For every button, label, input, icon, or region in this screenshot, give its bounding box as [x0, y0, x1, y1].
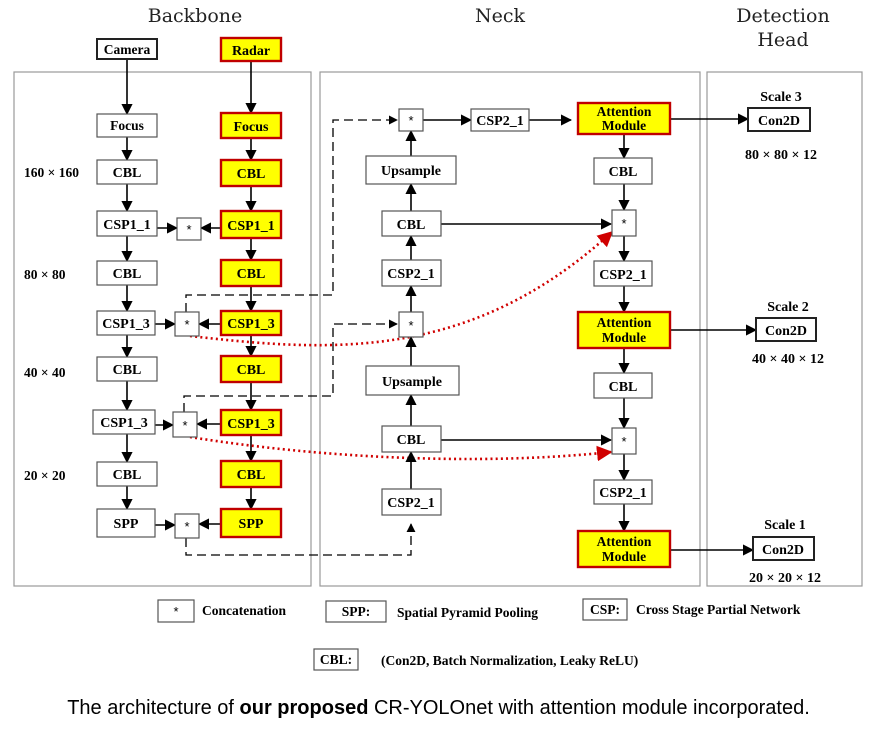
- backbone-header: Backbone: [148, 5, 243, 27]
- camera-csp1-3-a-label: CSP1_3: [102, 317, 149, 332]
- neck-concat-right-1: *: [621, 216, 626, 231]
- backbone-panel: [13, 71, 312, 587]
- caption-text-after: CR-YOLOnet with attention module incorpo…: [368, 697, 810, 719]
- backbone-concat-nodes: * * * *: [172, 217, 202, 539]
- camera-csp1-3-b-label: CSP1_3: [100, 416, 147, 431]
- neck-left-column: * CSP2_1 Upsample CBL CSP2_1 * Upsample …: [365, 108, 530, 516]
- backbone-arrows: [121, 59, 257, 531]
- radar-input-label: Radar: [232, 44, 270, 59]
- attention-module-1-label-line2: Module: [602, 549, 646, 564]
- radar-focus-label: Focus: [234, 120, 270, 135]
- scale-2-label: Scale 2: [767, 300, 809, 315]
- neck-concat-top: *: [408, 113, 413, 128]
- legend-csp-key: CSP:: [590, 602, 620, 617]
- neck-csp2-1-label: CSP2_1: [387, 267, 434, 282]
- resolution-40: 40 × 40: [24, 365, 66, 380]
- neck-panel: [319, 71, 701, 587]
- concat-node-3: *: [182, 418, 187, 433]
- legend-concat-desc: Concatenation: [202, 603, 286, 618]
- radar-csp1-1-label: CSP1_1: [227, 219, 274, 234]
- scale-1-conv-label: Con2D: [762, 543, 804, 558]
- attention-module-1-label: Attention: [597, 534, 652, 549]
- legend: * Concatenation SPP: Spatial Pyramid Poo…: [157, 598, 801, 671]
- detection-head: Scale 3 Con2D 80 × 80 × 12 Scale 2 Con2D…: [745, 90, 824, 586]
- camera-cbl-1-label: CBL: [113, 166, 142, 181]
- neck-concat-mid: *: [408, 318, 413, 333]
- camera-input-label: Camera: [104, 42, 151, 57]
- camera-focus-label: Focus: [110, 118, 144, 133]
- scale-1-label: Scale 1: [764, 518, 806, 533]
- concat-node-4: *: [184, 519, 189, 534]
- neck-right-cbl-1-label: CBL: [609, 165, 638, 180]
- camera-spp-label: SPP: [114, 517, 139, 532]
- camera-cbl-4-label: CBL: [113, 468, 142, 483]
- radar-spp-label: SPP: [239, 517, 264, 532]
- concat-node-2: *: [184, 317, 189, 332]
- radar-cbl-3-label: CBL: [237, 363, 266, 378]
- concat-node-1: *: [186, 222, 191, 237]
- camera-csp1-1-label: CSP1_1: [103, 218, 150, 233]
- neck-cbl-1-label: CBL: [397, 218, 426, 233]
- neck-header: Neck: [475, 5, 526, 27]
- scale-2-conv-label: Con2D: [765, 324, 807, 339]
- legend-spp-key: SPP:: [342, 604, 371, 619]
- resolution-160: 160 × 160: [24, 165, 79, 180]
- radar-branch: Radar Focus CBL CSP1_1 CBL CSP1_3 CBL CS…: [219, 36, 283, 539]
- neck-top-csp2-label: CSP2_1: [476, 114, 523, 129]
- attention-module-3-label: Attention: [597, 104, 652, 119]
- legend-spp-desc: Spatial Pyramid Pooling: [397, 605, 538, 620]
- detection-head-header: Detection: [736, 5, 829, 27]
- resolution-labels: 160 × 160 80 × 80 40 × 40 20 × 20: [24, 165, 79, 483]
- detection-head-panel: [706, 71, 863, 587]
- radar-csp1-3-b-label: CSP1_3: [227, 417, 274, 432]
- neck-upsample-1-label: Upsample: [381, 164, 441, 179]
- attention-module-3-label-line2: Module: [602, 118, 646, 133]
- neck-upsample-2-label: Upsample: [382, 375, 442, 390]
- caption-text-bold: our proposed: [239, 697, 369, 719]
- camera-branch: Camera Focus CBL CSP1_1 CBL CSP1_3 CBL C…: [92, 38, 158, 538]
- neck-arrows: [405, 113, 758, 556]
- radar-csp1-3-a-label: CSP1_3: [227, 317, 274, 332]
- scale-3-label: Scale 3: [760, 90, 802, 105]
- figure-caption: The architecture of our proposed CR-YOLO…: [0, 696, 877, 721]
- camera-cbl-2-label: CBL: [113, 267, 142, 282]
- attention-module-2-label: Attention: [597, 315, 652, 330]
- neck-right-csp2-1-label: CSP2_1: [599, 268, 646, 283]
- neck-right-column: Attention Module CBL * CSP2_1 Attention …: [576, 101, 672, 569]
- fusion-arrows: [189, 230, 614, 462]
- detection-head-header-line2: Head: [757, 29, 808, 51]
- neck-concat-right-2: *: [621, 434, 626, 449]
- radar-cbl-1-label: CBL: [237, 167, 266, 182]
- neck-right-csp2-2-label: CSP2_1: [599, 486, 646, 501]
- neck-right-cbl-2-label: CBL: [609, 380, 638, 395]
- camera-cbl-3-label: CBL: [113, 363, 142, 378]
- legend-cbl-desc: (Con2D, Batch Normalization, Leaky ReLU): [381, 653, 638, 668]
- skip-connections: [183, 115, 416, 556]
- scale-2-shape: 40 × 40 × 12: [752, 352, 824, 367]
- caption-text-before: The architecture of: [67, 697, 240, 719]
- neck-csp2-2-label: CSP2_1: [387, 496, 434, 511]
- resolution-80: 80 × 80: [24, 267, 66, 282]
- neck-cbl-2-label: CBL: [397, 433, 426, 448]
- attention-module-2-label-line2: Module: [602, 330, 646, 345]
- legend-concat-key: *: [173, 604, 178, 619]
- legend-csp-desc: Cross Stage Partial Network: [636, 602, 801, 617]
- radar-cbl-2-label: CBL: [237, 267, 266, 282]
- resolution-20: 20 × 20: [24, 468, 66, 483]
- legend-cbl-key: CBL:: [320, 652, 352, 667]
- scale-3-shape: 80 × 80 × 12: [745, 148, 817, 163]
- scale-1-shape: 20 × 20 × 12: [749, 571, 821, 586]
- radar-cbl-4-label: CBL: [237, 468, 266, 483]
- scale-3-conv-label: Con2D: [758, 114, 800, 129]
